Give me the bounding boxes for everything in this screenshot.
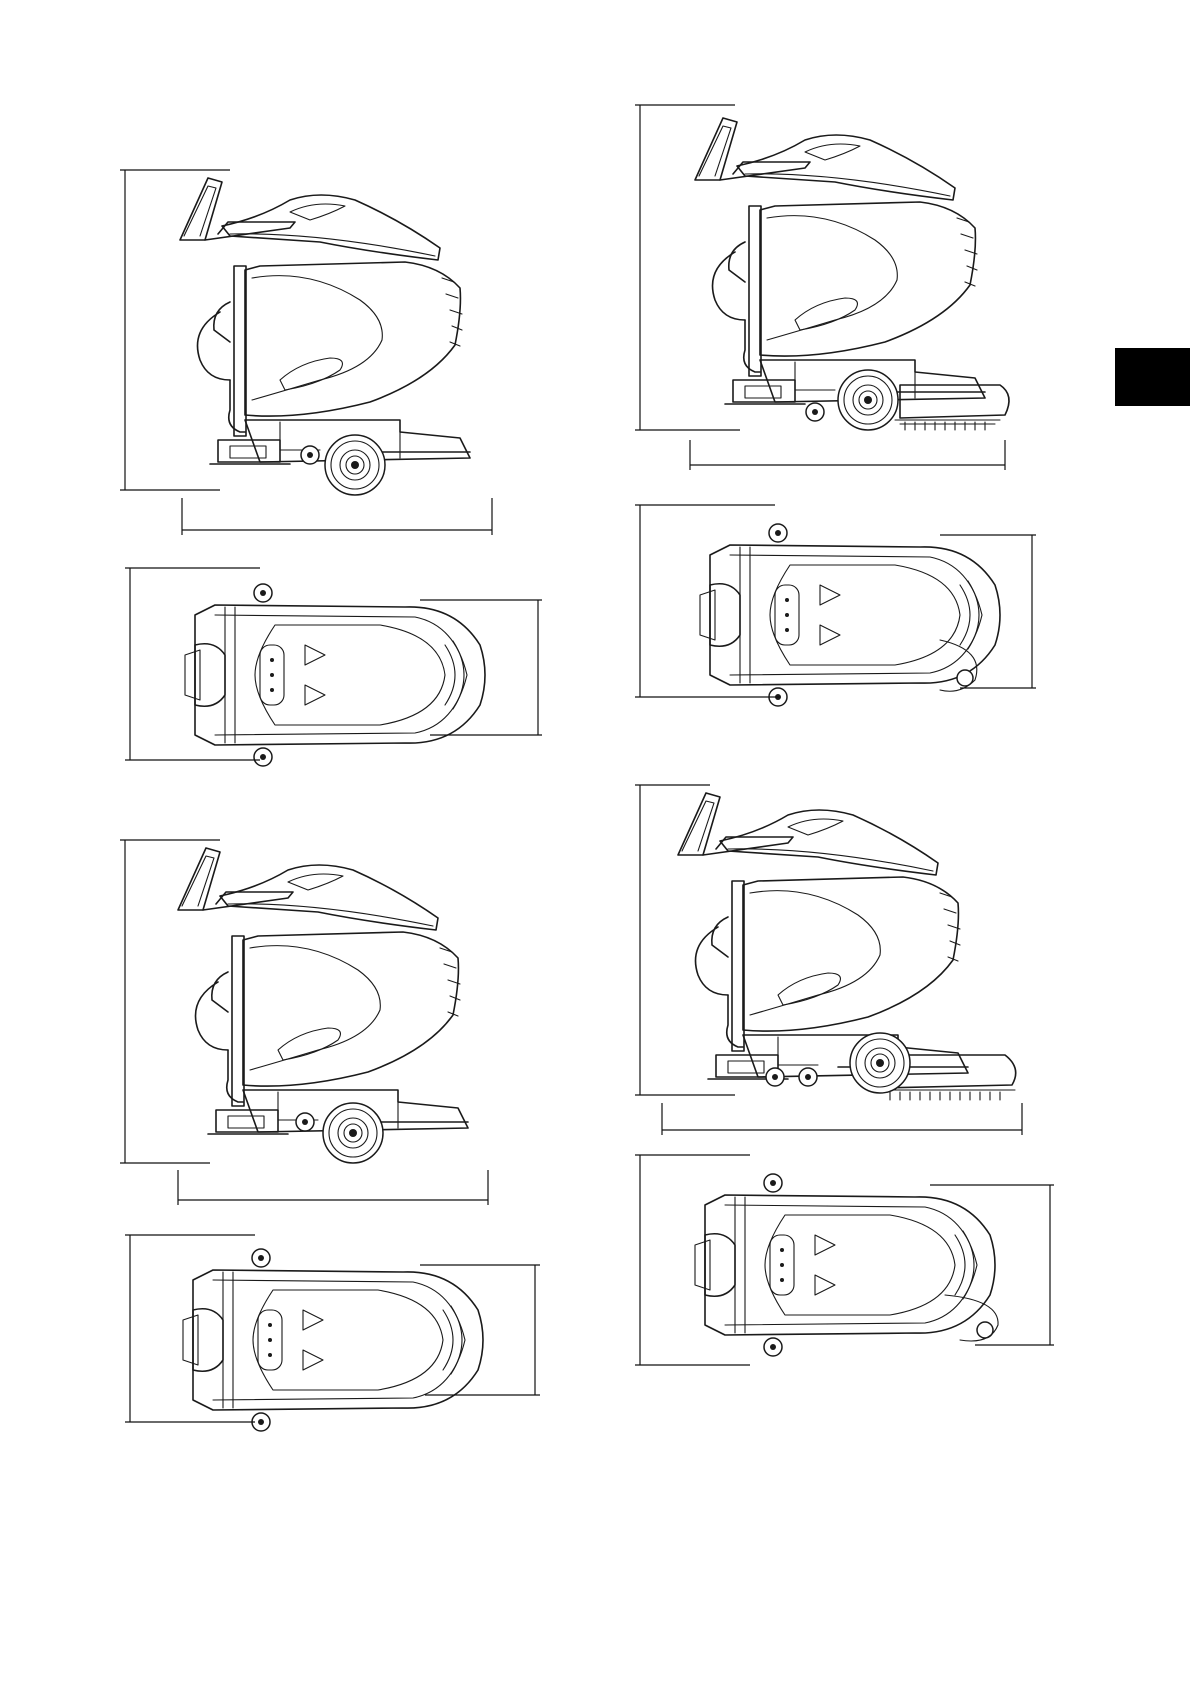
figure-top-view-4 <box>635 1155 1054 1365</box>
figure-top-view-2 <box>125 1235 540 1431</box>
figure-side-view-2 <box>120 840 488 1205</box>
figure-side-view-3 <box>635 105 1009 470</box>
figure-side-view-4 <box>635 785 1022 1135</box>
figure-top-view-3 <box>635 505 1036 706</box>
figure-top-view-1 <box>125 568 542 766</box>
figure-side-view-1 <box>120 170 492 535</box>
